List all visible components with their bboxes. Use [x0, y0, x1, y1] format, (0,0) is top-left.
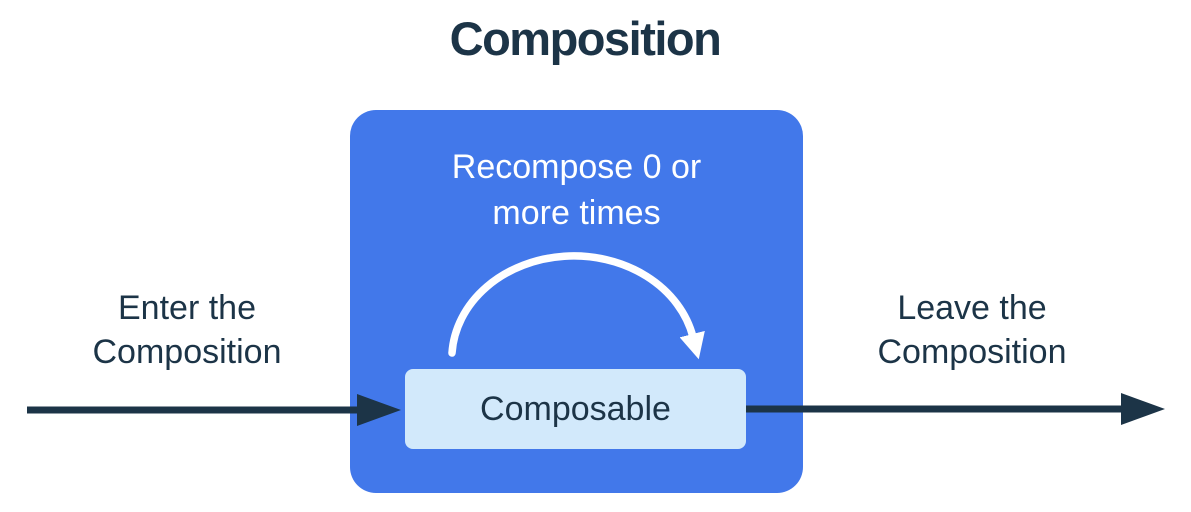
leave-composition-label: Leave the Composition — [877, 289, 1067, 371]
composable-box: Composable — [405, 369, 746, 449]
composable-label: Composable — [480, 389, 671, 428]
recompose-label: Recompose 0 or more times — [451, 148, 702, 232]
enter-composition-label: Enter the Composition — [92, 289, 282, 371]
diagram-title: Composition — [449, 12, 722, 65]
